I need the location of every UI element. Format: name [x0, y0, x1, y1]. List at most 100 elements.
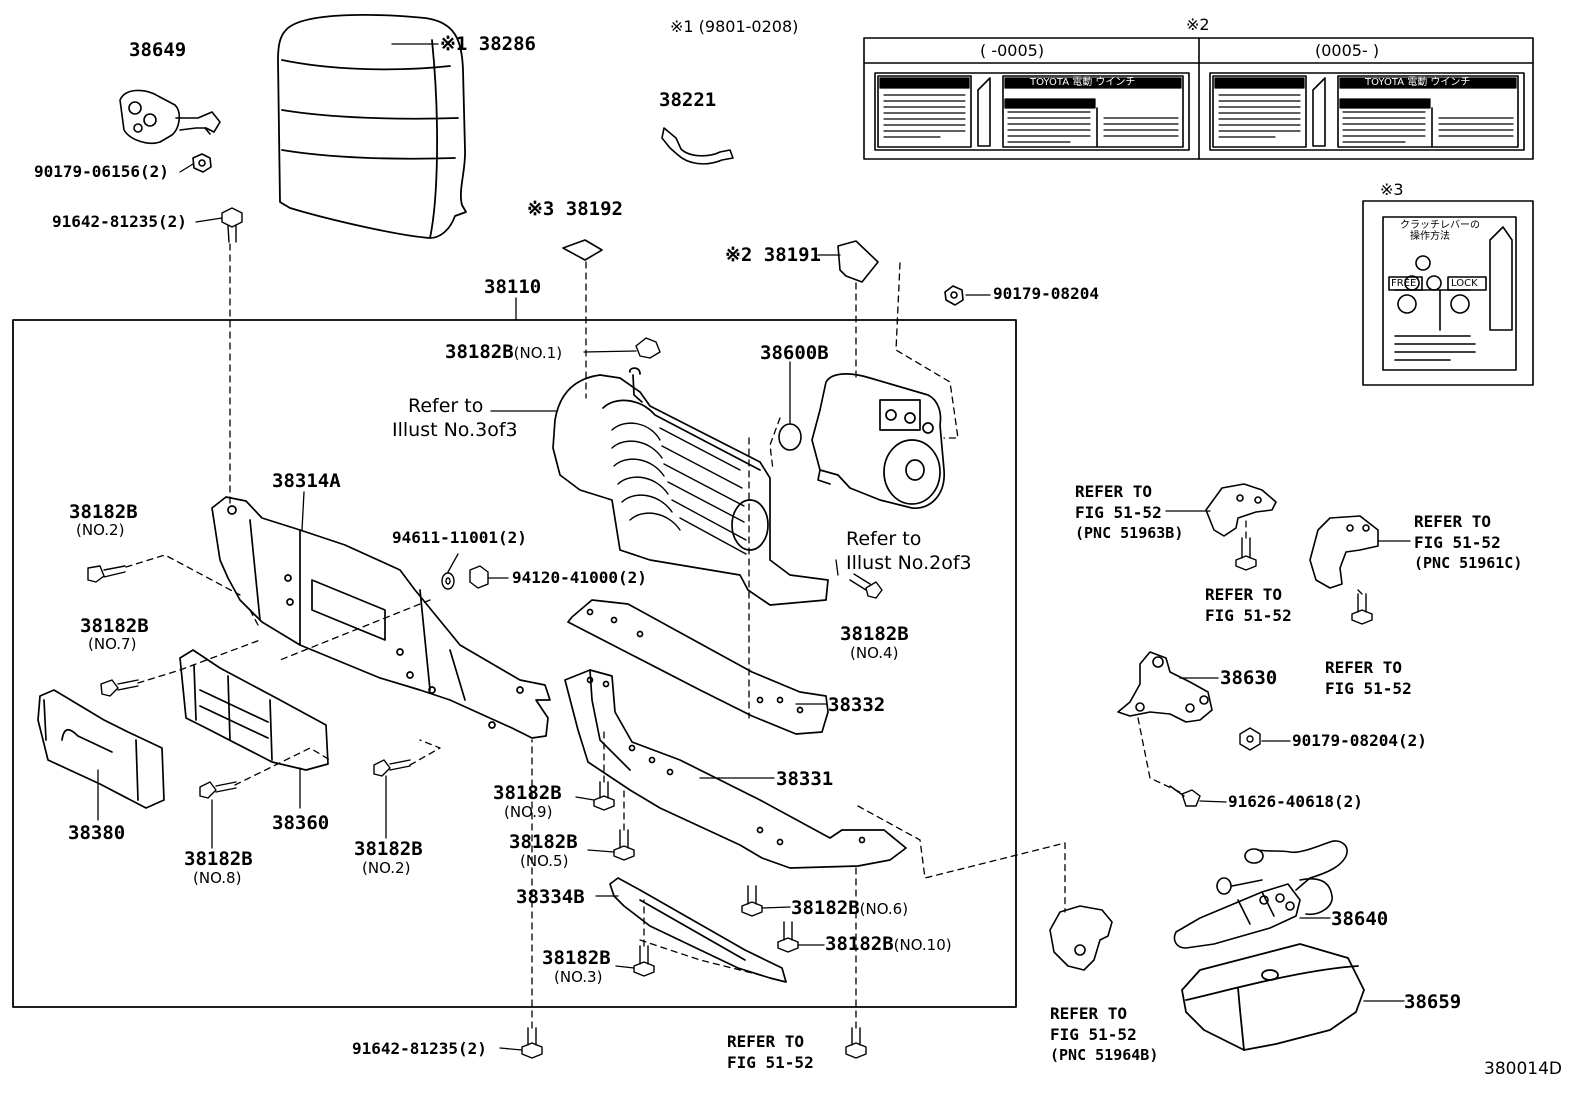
part-sub-38182b-no7: (NO.7) — [88, 635, 137, 653]
part-sub-38182b-no9: (NO.9) — [504, 803, 553, 821]
part-label-38182b-no10: 38182B(NO.10) — [825, 933, 952, 955]
part-label-90179-08204-2: 90179-08204(2) — [1292, 731, 1427, 750]
part-label-38334b: 38334B — [516, 886, 585, 908]
part-label-38182b-no2-left: 38182B — [69, 501, 138, 523]
part-label-38182b-no7: 38182B — [80, 615, 149, 637]
part-label-38360: 38360 — [272, 812, 330, 834]
part-sub-38182b-no8: (NO.8) — [193, 869, 242, 887]
part-sub-38182b-no3: (NO.3) — [554, 968, 603, 986]
part-label-38110: 38110 — [484, 276, 542, 298]
clutch-label-lock: LOCK — [1451, 278, 1478, 289]
part-number: 38182B — [825, 933, 894, 955]
part-label-38191: ※2 38191 — [725, 244, 821, 266]
part-number: 38182B — [791, 897, 860, 919]
plate-38332 — [567, 599, 829, 735]
part-label-38182b-no5: 38182B — [509, 831, 578, 853]
winch-cover-38286 — [277, 14, 467, 239]
winch-motor — [811, 373, 945, 509]
part-sub-38182b-no4: (NO.4) — [850, 644, 899, 662]
part-label-90179-08204: 90179-08204 — [993, 284, 1099, 303]
leader-lines — [97, 43, 1411, 1051]
clutch-label-free: FREE — [1391, 278, 1417, 289]
part-sub-38182b-no5: (NO.5) — [520, 852, 569, 870]
position-number: (NO.6) — [859, 900, 909, 918]
bolts — [87, 207, 1373, 1059]
refer-pnc-51961c: REFER TO FIG 51-52 (PNC 51961C) — [1414, 511, 1522, 574]
part-label-38192: ※3 38192 — [527, 198, 623, 220]
part-label-38286: ※1 38286 — [440, 33, 536, 55]
position-number: (NO.1) — [513, 344, 563, 362]
bracket-38314a — [211, 496, 551, 739]
refer-line2: FIG 51-52 — [1325, 679, 1412, 698]
refer-line3: (PNC 51963B) — [1075, 524, 1184, 542]
storage-bag-38659 — [1181, 943, 1365, 1051]
part-label-90179-06156: 90179-06156(2) — [34, 162, 169, 181]
refer-fig-b: REFER TO FIG 51-52 — [1325, 657, 1412, 699]
part-label-38182b-no3: 38182B — [542, 947, 611, 969]
bracket-38334b — [609, 877, 787, 983]
note-3-mark: ※3 — [1380, 180, 1404, 199]
label-left-brand: TOYOTA 電動 ウインチ — [1030, 77, 1136, 88]
refer-pnc-51964b: REFER TO FIG 51-52 (PNC 51964B) — [1050, 1003, 1158, 1066]
nut-90179-06156 — [192, 153, 212, 173]
refer-line2: FIG 51-52 — [1050, 1025, 1137, 1044]
part-label-94611-11001: 94611-11001(2) — [392, 528, 527, 547]
fairlead-38360 — [179, 649, 329, 771]
refer-line3: (PNC 51961C) — [1414, 554, 1523, 572]
clutch-label-38192 — [1362, 200, 1534, 386]
part-label-38221: 38221 — [659, 89, 717, 111]
part-label-38182b-no1: 38182B(NO.1) — [445, 341, 562, 363]
label-table — [863, 37, 1534, 160]
refer-line1: REFER TO — [1050, 1004, 1128, 1023]
sticker-38191 — [837, 240, 879, 283]
part-sub-38182b-no2-left: (NO.2) — [76, 521, 125, 539]
part-label-38182b-no6: 38182B(NO.6) — [791, 897, 908, 919]
table-col1-header: ( -0005) — [980, 41, 1045, 60]
refer-line2: FIG 51-52 — [1205, 606, 1292, 625]
switch-38649 — [119, 89, 221, 145]
part-label-38182b-no4: 38182B — [840, 623, 909, 645]
nut-90179-08204-top — [944, 285, 964, 306]
part-label-38314a: 38314A — [272, 470, 341, 492]
part-label-38649: 38649 — [129, 39, 187, 61]
part-label-38331: 38331 — [776, 768, 834, 790]
refer-line3: (PNC 51964B) — [1050, 1046, 1159, 1064]
refer-line1: REFER TO — [1205, 585, 1283, 604]
assembly-frame-38110 — [12, 319, 1017, 1008]
part-label-38332: 38332 — [828, 694, 886, 716]
refer-illust-2-line2: Illust No.2of3 — [846, 552, 972, 574]
part-label-91642-81235-bottom: 91642-81235(2) — [352, 1039, 487, 1058]
part-sub-38182b-no2-right: (NO.2) — [362, 859, 411, 877]
note-2-mark: ※2 — [1186, 15, 1210, 34]
o-ring-38600b — [778, 423, 802, 451]
part-label-38182b-no9: 38182B — [493, 782, 562, 804]
part-number: 38182B — [445, 341, 514, 363]
bracket-51964b — [1049, 905, 1113, 971]
part-label-38640: 38640 — [1331, 908, 1389, 930]
table-col2-header: (0005- ) — [1315, 41, 1380, 60]
diagram-code: 380014D — [1484, 1059, 1562, 1079]
refer-line1: REFER TO — [1414, 512, 1492, 531]
solenoid-38630 — [1117, 651, 1213, 723]
part-label-38659: 38659 — [1404, 991, 1462, 1013]
remote-switch-38640 — [1173, 840, 1348, 949]
refer-line2: FIG 51-52 — [727, 1053, 814, 1072]
refer-line1: REFER TO — [727, 1032, 805, 1051]
clutch-label-title2: 操作方法 — [1410, 231, 1450, 242]
bracket-38331 — [564, 669, 907, 869]
refer-illust-3-line2: Illust No.3of3 — [392, 419, 518, 441]
part-label-38182b-no8: 38182B — [184, 848, 253, 870]
refer-line2: FIG 51-52 — [1414, 533, 1501, 552]
refer-line2: FIG 51-52 — [1075, 503, 1162, 522]
sticker-38192 — [562, 239, 603, 261]
assembly-dashed-lines — [125, 243, 1363, 1029]
refer-illust-2-line1: Refer to — [846, 528, 922, 550]
part-label-38182b-no2-right: 38182B — [354, 838, 423, 860]
winch-drum — [552, 367, 829, 606]
note-1-code: ※1 (9801-0208) — [670, 17, 799, 36]
hook-51961c — [1309, 515, 1379, 589]
bracket-51963b — [1205, 483, 1277, 537]
clutch-label-title: クラッチレバーの — [1400, 220, 1480, 231]
